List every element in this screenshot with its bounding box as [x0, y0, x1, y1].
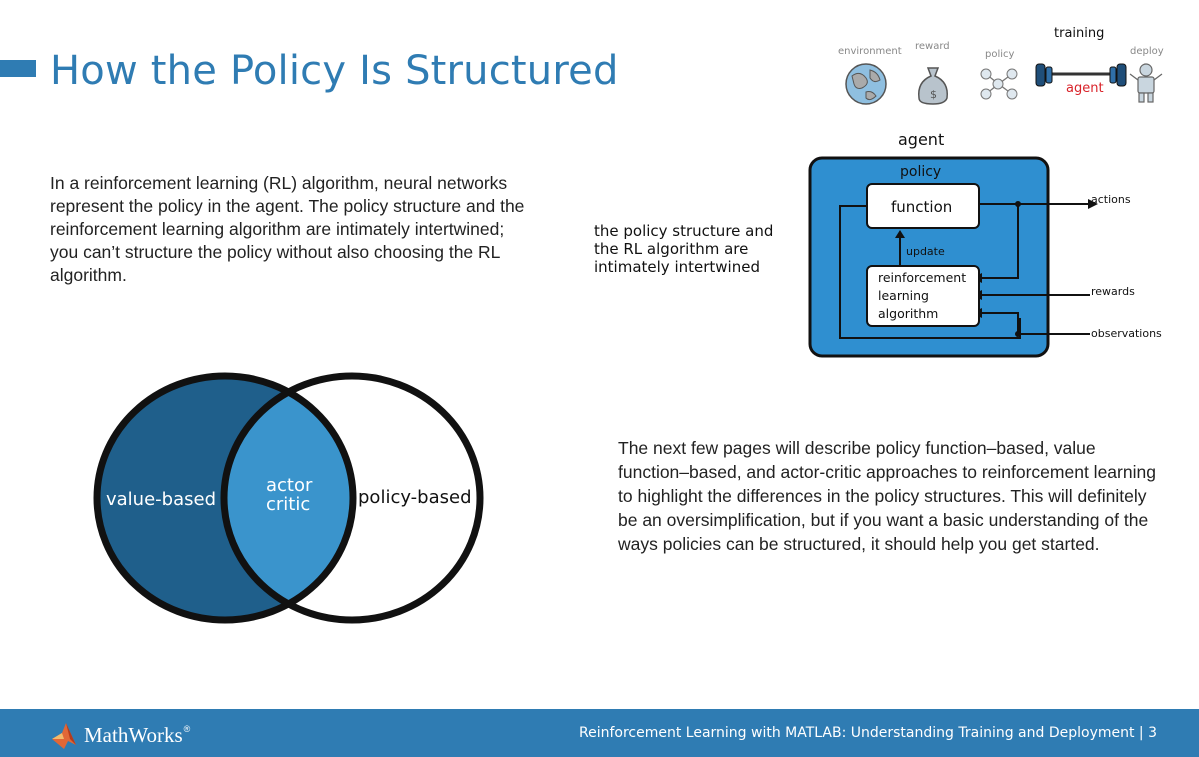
function-box [866, 183, 980, 229]
rl-label-line2: learning [878, 288, 929, 303]
journey-step-training: training [1054, 26, 1105, 41]
rl-label-line1: reinforcement [878, 270, 966, 285]
neural-network-icon [980, 68, 1018, 100]
rl-algorithm-box [866, 265, 980, 327]
barbell-icon: agent [1035, 63, 1127, 96]
logo-text: MathWorks [84, 722, 183, 747]
venn-middle-label-2: critic [266, 494, 310, 515]
journey-step-reward: reward [915, 41, 950, 52]
venn-right-label: policy-based [358, 487, 472, 508]
journey-step-environment: environment [838, 46, 902, 57]
journey-icons: $ agent [845, 63, 1163, 105]
venn-diagram: value-based actor critic policy-based [93, 372, 484, 624]
policy-label: policy [900, 164, 941, 180]
registered-mark: ® [183, 724, 191, 734]
training-badge: agent [1066, 81, 1104, 96]
observations-label: observations [1091, 327, 1162, 340]
function-label: function [891, 198, 952, 216]
rewards-label: rewards [1091, 285, 1135, 298]
money-bag-icon: $ [918, 67, 948, 105]
journey-step-policy: policy [985, 49, 1015, 60]
agent-diagram: agent policy function update reinforceme… [808, 130, 1162, 358]
body-paragraph: The next few pages will describe policy … [618, 438, 1156, 554]
footer-bar: MathWorks ® Reinforcement Learning with … [0, 709, 1199, 757]
intro-paragraph: In a reinforcement learning (RL) algorit… [50, 173, 525, 285]
workflow-journey: environment reward policy training deplo… [830, 22, 1170, 112]
footer-title: Reinforcement Learning with MATLAB: Unde… [579, 725, 1157, 741]
page-title: How the Policy Is Structured [50, 48, 619, 94]
robot-icon [1129, 63, 1163, 103]
title-accent-bar [0, 60, 36, 77]
globe-icon [845, 63, 887, 105]
svg-text:$: $ [930, 88, 937, 101]
update-label: update [906, 245, 945, 258]
diagram-caption: the policy structure and the RL algorith… [594, 222, 774, 276]
journey-step-deploy: deploy [1130, 46, 1164, 57]
venn-left-label: value-based [106, 489, 216, 510]
agent-label: agent [898, 130, 944, 149]
mathworks-logo[interactable]: MathWorks ® [50, 721, 190, 749]
membrane-logo-icon [52, 723, 76, 749]
venn-middle-label-1: actor [266, 475, 313, 496]
actions-label: actions [1091, 193, 1131, 206]
rl-label-line3: algorithm [878, 306, 938, 321]
